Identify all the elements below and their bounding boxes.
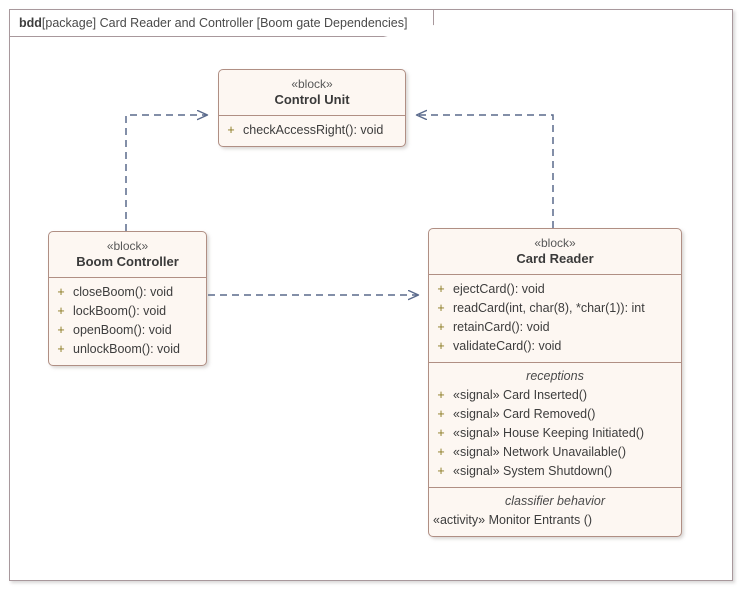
block-card-reader-stereotype: «block» [534, 236, 576, 250]
reception-row: + «signal» House Keeping Initiated() [429, 424, 681, 443]
block-boom-controller-name: Boom Controller [76, 254, 179, 269]
reception-signature: «signal» House Keeping Initiated() [453, 426, 645, 441]
diagram-kind-keyword: bdd [19, 16, 42, 30]
visibility-marker: + [57, 285, 65, 300]
receptions-title: receptions [526, 369, 584, 384]
reception-row: + «signal» Network Unavailable() [429, 443, 681, 462]
operation-row: + checkAccessRight(): void [219, 121, 405, 140]
visibility-marker: + [437, 407, 445, 422]
operation-row: + openBoom(): void [49, 321, 206, 340]
block-card-reader[interactable]: «block» Card Reader + ejectCard(): void … [428, 228, 682, 538]
operation-signature: retainCard(): void [453, 320, 550, 335]
visibility-marker: + [227, 123, 235, 138]
operation-signature: checkAccessRight(): void [243, 123, 384, 138]
classifier-behavior-title: classifier behavior [504, 494, 606, 509]
operation-row: + ejectCard(): void [429, 280, 681, 299]
visibility-marker: + [437, 339, 445, 354]
block-card-reader-header: «block» Card Reader [429, 229, 681, 274]
block-boom-controller-stereotype: «block» [106, 239, 149, 253]
operation-row: + readCard(int, char(8), *char(1)): int [429, 299, 681, 318]
operation-row: + lockBoom(): void [49, 302, 206, 321]
block-boom-controller-header: «block» Boom Controller [49, 232, 206, 277]
block-card-reader-operations: + ejectCard(): void + readCard(int, char… [429, 274, 681, 362]
visibility-marker: + [437, 388, 445, 403]
diagram-frame-label: bdd [package] Card Reader and Controller… [10, 10, 435, 37]
block-control-unit-operations: + checkAccessRight(): void [219, 115, 405, 146]
operation-signature: openBoom(): void [73, 323, 172, 338]
operation-signature: ejectCard(): void [453, 282, 545, 297]
operation-signature: unlockBoom(): void [73, 342, 180, 357]
operation-row: + validateCard(): void [429, 337, 681, 356]
block-control-unit[interactable]: «block» Control Unit + checkAccessRight(… [218, 69, 406, 148]
visibility-marker: + [437, 445, 445, 460]
reception-row: + «signal» System Shutdown() [429, 462, 681, 481]
visibility-marker: + [437, 320, 445, 335]
visibility-marker: + [57, 304, 65, 319]
classifier-behavior-value: «activity» Monitor Entrants () [433, 513, 593, 528]
reception-row: + «signal» Card Inserted() [429, 386, 681, 405]
operation-row: + unlockBoom(): void [49, 340, 206, 359]
block-boom-controller[interactable]: «block» Boom Controller + closeBoom(): v… [48, 231, 207, 367]
operation-row: + retainCard(): void [429, 318, 681, 337]
operation-signature: readCard(int, char(8), *char(1)): int [453, 301, 645, 316]
visibility-marker: + [57, 342, 65, 357]
block-card-reader-name: Card Reader [516, 251, 594, 266]
diagram-frame-label-text: [package] Card Reader and Controller [Bo… [41, 16, 408, 30]
block-control-unit-name: Control Unit [274, 92, 350, 107]
visibility-marker: + [57, 323, 65, 338]
operation-signature: closeBoom(): void [73, 285, 174, 300]
block-card-reader-receptions: receptions + «signal» Card Inserted() + … [429, 362, 681, 487]
block-control-unit-header: «block» Control Unit [219, 70, 405, 115]
reception-signature: «signal» Card Removed() [453, 407, 596, 422]
reception-signature: «signal» Card Inserted() [453, 388, 588, 403]
operation-signature: lockBoom(): void [73, 304, 167, 319]
reception-row: + «signal» Card Removed() [429, 405, 681, 424]
operation-signature: validateCard(): void [453, 339, 562, 354]
visibility-marker: + [437, 301, 445, 316]
reception-signature: «signal» Network Unavailable() [453, 445, 626, 460]
operation-row: + closeBoom(): void [49, 283, 206, 302]
block-boom-controller-operations: + closeBoom(): void + lockBoom(): void +… [49, 277, 206, 365]
visibility-marker: + [437, 464, 445, 479]
visibility-marker: + [437, 282, 445, 297]
visibility-marker: + [437, 426, 445, 441]
block-card-reader-classifier-behavior: classifier behavior «activity» Monitor E… [429, 487, 681, 536]
reception-signature: «signal» System Shutdown() [453, 464, 613, 479]
block-control-unit-stereotype: «block» [291, 77, 333, 91]
